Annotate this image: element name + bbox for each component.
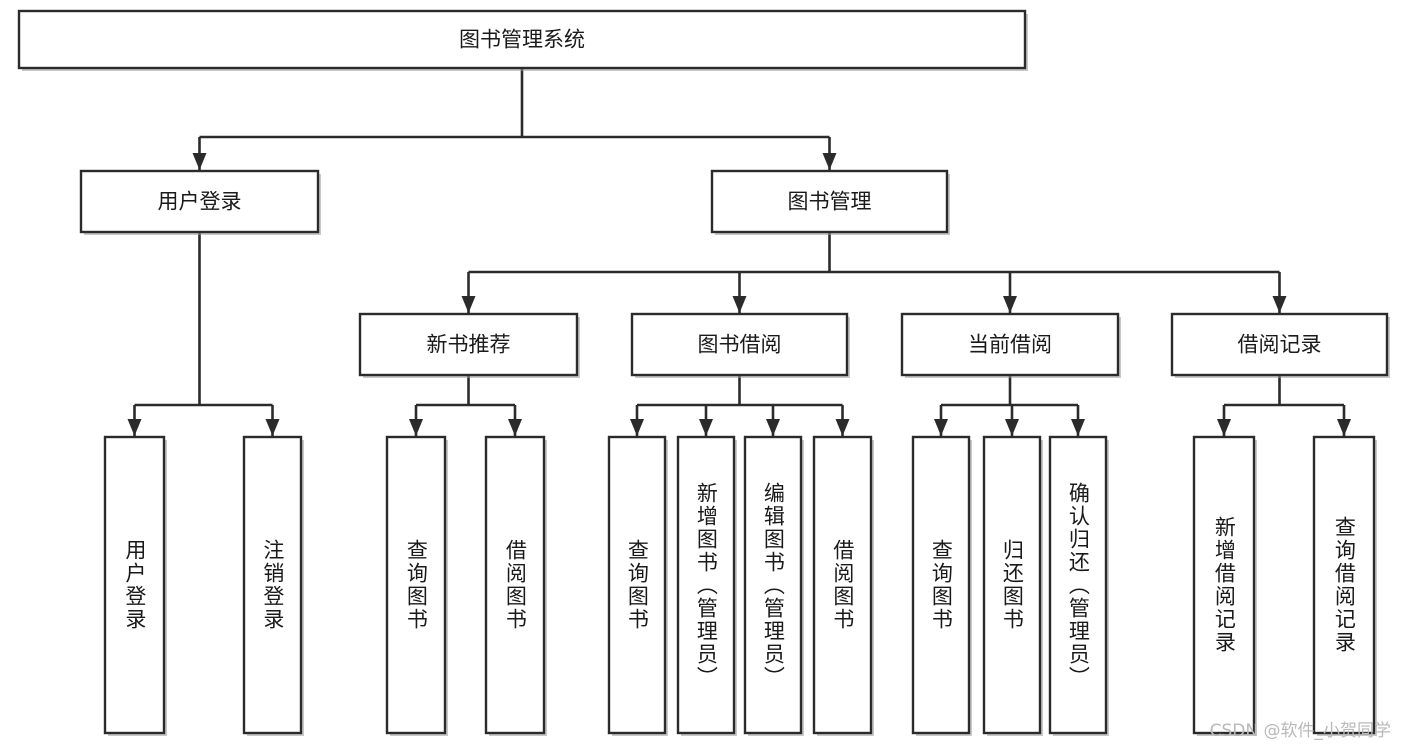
arrow-head (766, 419, 780, 436)
node-leaf-borrow-book-1 (484, 435, 547, 736)
node-leaf-borrow-book-2 (812, 435, 874, 736)
arrow-head (409, 419, 423, 436)
node-leaf-query-book-1 (385, 435, 448, 736)
arrow-head (1003, 296, 1017, 313)
arrow-head (699, 419, 713, 436)
arrow-head (192, 153, 207, 170)
node-root (17, 9, 1028, 71)
node-label: 用户登录 (158, 190, 242, 214)
arrow-head (934, 419, 948, 436)
node-leaf-user-logout (242, 435, 304, 736)
node-borrow-record (1170, 312, 1390, 378)
node-book-manage (710, 169, 950, 235)
arrow-head (1217, 419, 1231, 436)
node-label: 图书借阅 (698, 333, 782, 357)
arrow-head (1337, 419, 1351, 436)
arrow-head (822, 153, 837, 170)
arrow-head (630, 419, 644, 436)
node-label: 新书推荐 (427, 333, 511, 357)
edges-layer (127, 68, 1351, 436)
arrow-head (1005, 419, 1019, 436)
node-leaf-query-book-3 (911, 435, 972, 736)
node-book-borrow (630, 312, 850, 378)
node-current-borrow (900, 312, 1121, 378)
arrow-head (732, 296, 747, 313)
node-leaf-add-book (676, 435, 737, 736)
arrow-head (127, 419, 142, 436)
node-leaf-return-book (982, 435, 1043, 736)
arrow-head (461, 296, 476, 313)
arrow-head (1272, 296, 1287, 313)
node-leaf-edit-book (743, 435, 804, 736)
node-label: 图书管理 (788, 190, 872, 214)
node-label: 图书管理系统 (459, 28, 585, 52)
node-label: 借阅记录 (1238, 333, 1322, 357)
node-new-book-recommend (358, 312, 580, 378)
arrow-head (835, 419, 850, 436)
arrow-head (1071, 419, 1085, 436)
node-label: 当前借阅 (968, 333, 1052, 357)
csdn-watermark: CSDN @软件_小贺同学 (1209, 721, 1391, 741)
arrow-head (508, 419, 522, 436)
node-leaf-confirm-return (1048, 435, 1109, 736)
node-leaf-user-login (103, 435, 167, 736)
node-leaf-add-record (1192, 435, 1257, 736)
node-leaf-query-book-2 (607, 435, 668, 736)
arrow-head (265, 419, 280, 436)
node-leaf-query-record (1312, 435, 1377, 736)
node-user-login (79, 169, 321, 235)
